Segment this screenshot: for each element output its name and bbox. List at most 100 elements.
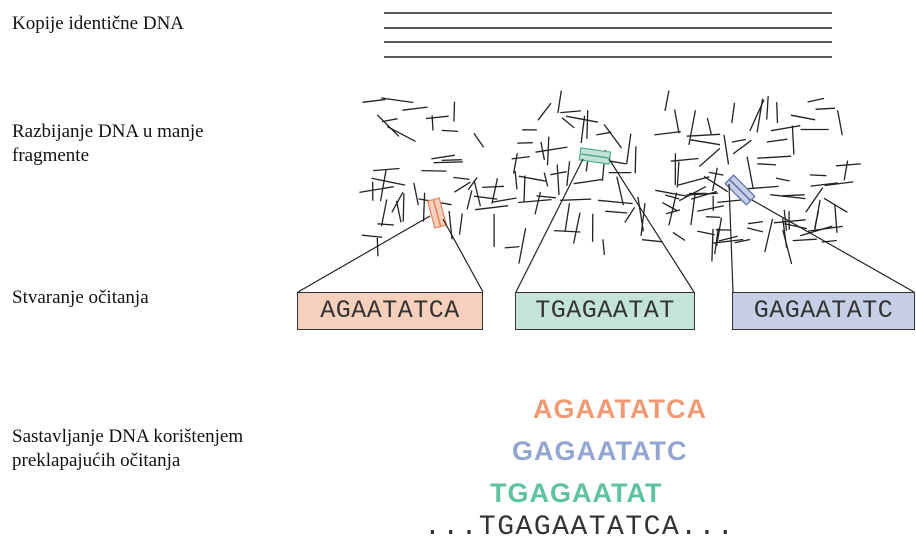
dna-fragment xyxy=(756,98,764,133)
dna-fragment xyxy=(377,223,394,226)
dna-fragment xyxy=(560,198,592,201)
dna-fragment xyxy=(441,159,462,162)
dna-fragment xyxy=(395,200,402,223)
dna-fragment xyxy=(518,228,527,264)
dna-fragment xyxy=(518,198,552,204)
connector-line xyxy=(442,218,484,293)
dna-fragment xyxy=(475,205,509,211)
dna-fragment xyxy=(362,98,386,103)
read-sequence: GAGAATATC xyxy=(753,296,894,325)
dna-fragment xyxy=(688,110,697,146)
dna-fragment xyxy=(814,199,821,231)
dna-fragment xyxy=(672,231,686,242)
dna-fragment xyxy=(596,131,612,136)
dna-fragment xyxy=(706,216,721,219)
dna-fragment xyxy=(441,129,459,133)
dna-fragment xyxy=(605,210,628,214)
dna-fragment xyxy=(734,238,751,244)
dna-fragment xyxy=(453,176,470,181)
connector-line xyxy=(297,215,431,293)
dna-fragment xyxy=(580,115,586,144)
assembled-read-1: AGAATATCA xyxy=(533,394,707,424)
dna-fragment xyxy=(766,138,788,143)
dna-fragment xyxy=(373,167,400,172)
dna-fragment xyxy=(770,125,801,132)
dna-fragment xyxy=(706,117,712,135)
dna-fragment xyxy=(703,175,729,193)
dna-fragment xyxy=(757,163,777,166)
dna-fragment xyxy=(491,177,499,204)
dna-copies xyxy=(384,12,832,58)
dna-fragment xyxy=(421,169,447,172)
dna-fragment xyxy=(586,110,589,139)
step-label-copies: Kopije identične DNA xyxy=(12,13,185,34)
dna-fragment xyxy=(714,228,719,255)
dna-fragment xyxy=(514,170,518,190)
dna-fragment xyxy=(564,203,571,232)
dna-fragment xyxy=(380,199,388,227)
dna-fragment xyxy=(473,180,482,207)
dna-fragment xyxy=(561,117,575,129)
dna-fragment xyxy=(676,161,680,188)
dna-fragment xyxy=(673,109,680,134)
dna-fragment xyxy=(560,110,581,114)
dna-fragment xyxy=(815,107,835,110)
dna-fragment xyxy=(792,238,817,242)
highlight-fragment-1 xyxy=(426,197,448,229)
dna-fragment xyxy=(782,229,793,265)
dna-fragment xyxy=(473,132,485,148)
connector-line xyxy=(751,199,915,293)
dna-fragment xyxy=(431,154,455,160)
dna-fragment xyxy=(731,138,746,143)
dna-fragment xyxy=(718,235,738,242)
highlight-fragment-2 xyxy=(578,147,612,165)
dna-fragment xyxy=(361,234,383,238)
dna-fragment xyxy=(711,228,714,262)
dna-fragment xyxy=(626,133,632,164)
dna-fragment xyxy=(690,139,721,146)
dna-fragment xyxy=(690,190,717,200)
dna-fragment xyxy=(748,220,763,225)
dna-fragment xyxy=(655,189,687,197)
dna-fragment xyxy=(783,209,788,231)
dna-fragment xyxy=(624,206,636,223)
highlight-fragment-3 xyxy=(724,174,756,206)
dna-fragment xyxy=(775,177,790,182)
dna-fragment xyxy=(690,192,696,226)
dna-fragment xyxy=(770,194,806,200)
dna-fragment xyxy=(698,147,721,167)
dna-fragment xyxy=(422,192,426,222)
dna-fragment xyxy=(546,136,550,166)
dna-fragment xyxy=(371,177,406,186)
assembled-read-2: GAGAATATC xyxy=(512,436,688,466)
dna-fragment xyxy=(782,194,805,197)
step-label-fragmenting-line-1: Razbijanje DNA u manje xyxy=(12,121,204,142)
dna-fragment xyxy=(807,97,825,103)
dna-fragment xyxy=(764,218,774,253)
step-label-reads: Stvaranje očitanja xyxy=(12,287,149,308)
read-box-1: AGAATATCA xyxy=(297,292,483,330)
dna-fragment xyxy=(550,170,567,176)
dna-fragment xyxy=(433,161,464,164)
read-sequence: AGAATATCA xyxy=(320,296,460,325)
dna-fragment xyxy=(670,157,699,162)
dna-fragment xyxy=(413,182,419,206)
dna-fragment xyxy=(790,114,816,121)
read-connectors xyxy=(297,158,915,293)
dna-fragment xyxy=(664,90,670,112)
dna-fragment xyxy=(641,239,663,243)
dna-fragment xyxy=(381,118,398,123)
dna-fragment xyxy=(598,199,633,205)
step-label-fragmenting-line-2: fragmente xyxy=(12,145,90,166)
dna-fragment xyxy=(836,110,843,136)
dna-fragment xyxy=(540,141,546,161)
dna-fragment xyxy=(523,175,526,203)
dna-fragment xyxy=(573,178,603,185)
step-label-assembly-line-2: preklapajućih očitanja xyxy=(12,450,181,471)
dna-fragment xyxy=(843,160,849,181)
dna-fragment xyxy=(425,115,449,120)
dna-fragment xyxy=(697,205,725,212)
step-label-assembly: Sastavljanje DNA korištenjem preklapajuć… xyxy=(12,425,243,473)
dna-fragment xyxy=(534,191,542,215)
dna-fragment xyxy=(504,245,520,249)
